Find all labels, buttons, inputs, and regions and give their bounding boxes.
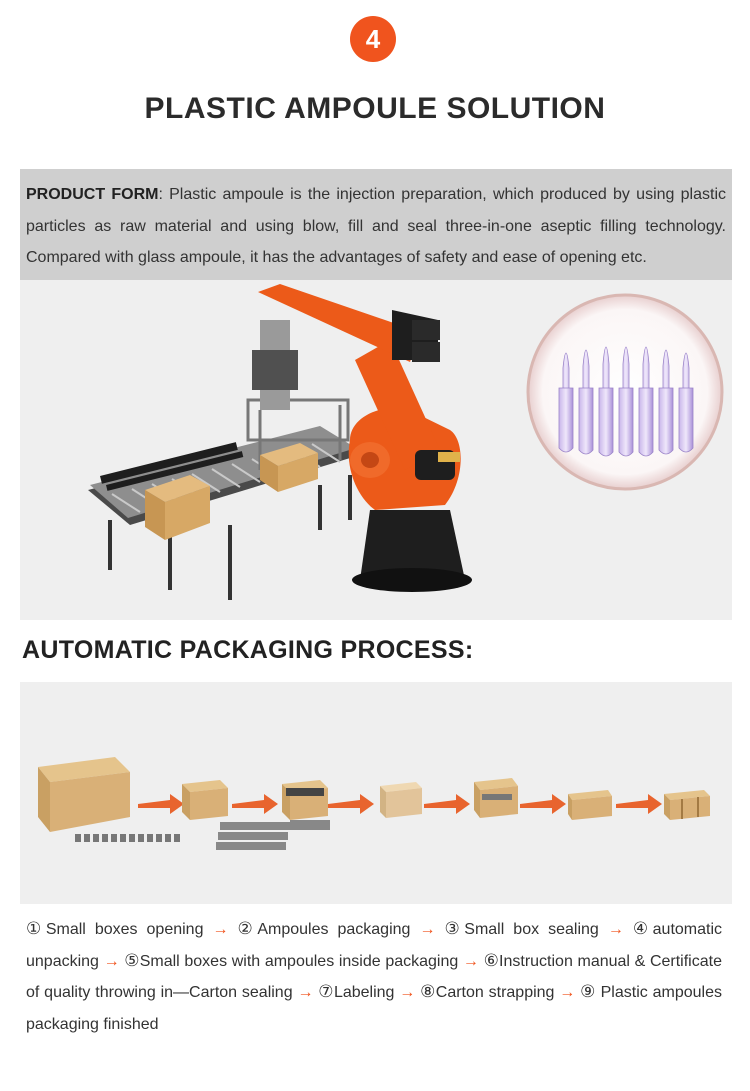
product-form-label: PRODUCT FORM <box>26 186 159 203</box>
arrow-right-icon: → <box>212 921 229 938</box>
step-5-number: ⑤ <box>124 950 140 971</box>
step-6-label: Instruction manual & Certificate of qual… <box>26 952 722 1002</box>
step-1-number: ① <box>26 919 46 939</box>
robot-packaging-illustration <box>20 280 732 620</box>
page-title: PLASTIC AMPOULE SOLUTION <box>144 92 606 125</box>
packaging-process-title: AUTOMATIC PACKAGING PROCESS: <box>22 636 474 664</box>
step-8-number: ⑧ <box>420 982 436 1002</box>
step-4-label: automatic unpacking <box>26 921 723 970</box>
product-form-text: : Plastic ampoule is the injection prepa… <box>26 186 727 266</box>
step-2-label: Ampoules packaging <box>257 921 411 938</box>
step-2-number: ② <box>237 919 258 939</box>
step-7-number: ⑦ <box>318 982 334 1002</box>
arrow-right-icon: → <box>607 921 624 938</box>
arrow-right-icon: → <box>103 952 120 970</box>
arrow-right-icon: → <box>419 921 436 938</box>
robot-arm-icon <box>88 284 472 600</box>
arrow-right-icon: → <box>399 984 416 1001</box>
packaging-process-illustration <box>20 682 732 904</box>
step-9-label: Plastic ampoules packaging finished <box>26 984 722 1033</box>
step-7-label: Labeling <box>333 984 395 1001</box>
arrow-right-icon: → <box>559 984 576 1001</box>
step-5-label: Small boxes with ampoules inside packagi… <box>139 952 459 970</box>
step-6-number: ⑥ <box>483 950 500 971</box>
packaging-steps-list: ①Small boxes opening → ②Ampoules packagi… <box>26 914 722 1040</box>
arrow-right-icon: → <box>462 952 479 970</box>
flat-box-icon <box>38 757 130 832</box>
step-1-label: Small boxes opening <box>45 921 204 938</box>
step-number-badge: 4 <box>350 16 396 62</box>
step-3-label: Small box sealing <box>464 921 599 938</box>
step-8-label: Carton strapping <box>435 984 555 1001</box>
step-4-number: ④ <box>632 919 653 939</box>
arrow-right-icon: → <box>297 984 314 1001</box>
step-3-number: ③ <box>444 919 465 939</box>
product-form-description: PRODUCT FORM: Plastic ampoule is the inj… <box>20 169 732 280</box>
step-9-number: ⑨ <box>580 982 596 1002</box>
ampoule-bottles-icon <box>526 293 724 491</box>
